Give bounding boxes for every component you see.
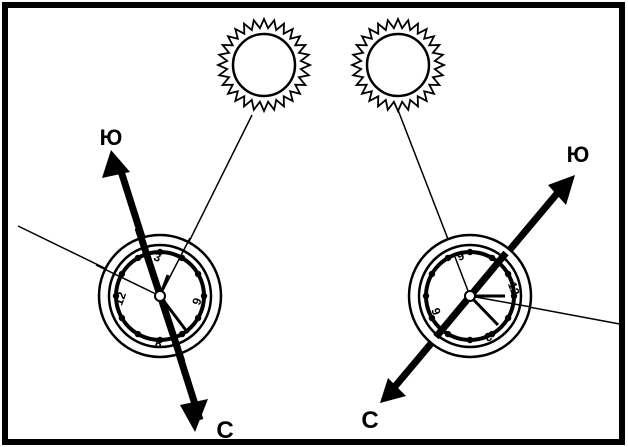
right-diagram: 12 3 6 9 Ю С bbox=[352, 19, 625, 434]
hour-dot bbox=[201, 293, 207, 299]
hour-dot bbox=[195, 271, 201, 277]
hour-dot bbox=[179, 331, 185, 337]
hour-dot bbox=[467, 337, 473, 343]
hour-dot bbox=[505, 315, 511, 321]
hour-dot bbox=[445, 255, 451, 261]
hour-dot bbox=[135, 331, 141, 337]
hour-dot bbox=[119, 315, 125, 321]
hour-dot bbox=[423, 293, 429, 299]
hour-dot bbox=[489, 255, 495, 261]
north-arrowhead-icon bbox=[180, 399, 208, 432]
north-label: С bbox=[361, 407, 378, 434]
left-diagram: 12 3 6 9 Ю С bbox=[18, 19, 310, 444]
south-label: Ю bbox=[100, 125, 123, 150]
hour-dot bbox=[467, 249, 473, 255]
clock-face-icon: 12 3 6 9 bbox=[409, 235, 531, 357]
clock-face-icon: 12 3 6 9 bbox=[96, 228, 221, 362]
sun-icon bbox=[352, 19, 444, 111]
hour-dot bbox=[505, 271, 511, 277]
sun-icon bbox=[218, 19, 310, 111]
hour-dot bbox=[429, 271, 435, 277]
hour-dot bbox=[135, 255, 141, 261]
hour-dot bbox=[195, 315, 201, 321]
hour-dot bbox=[445, 331, 451, 337]
south-label: Ю bbox=[567, 142, 590, 167]
north-label: С bbox=[216, 417, 233, 444]
south-arrowhead-icon bbox=[102, 150, 130, 178]
